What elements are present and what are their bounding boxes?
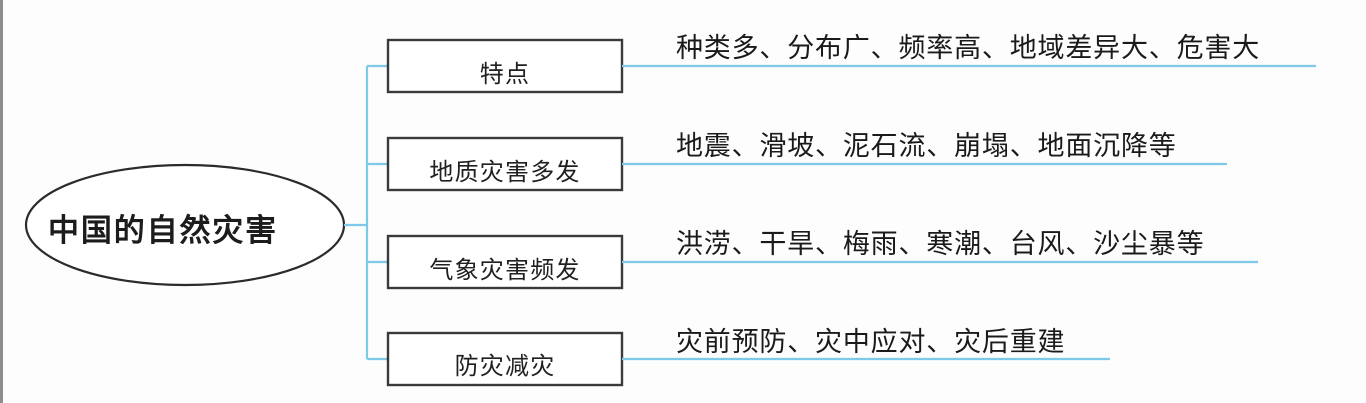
branch-box-2[interactable] (386, 136, 624, 192)
branch-label-1: 特点 (479, 60, 531, 88)
branch-label-3: 气象灾害频发 (429, 256, 581, 284)
branch-detail-2: 地震、滑坡、泥石流、崩塌、地面沉降等 (676, 131, 1177, 162)
branch-box-4[interactable] (386, 331, 624, 387)
branch-detail-1: 种类多、分布广、频率高、地域差异大、危害大 (676, 33, 1261, 64)
branch-label-4: 防灾减灾 (454, 352, 556, 380)
root-node-label: 中国的自然灾害 (48, 213, 279, 249)
branch-label-2: 地质灾害多发 (429, 158, 581, 186)
page-edge-rule (0, 0, 3, 403)
branch-detail-3: 洪涝、干旱、梅雨、寒潮、台风、沙尘暴等 (676, 229, 1205, 260)
branch-detail-4: 灾前预防、灾中应对、灾后重建 (676, 327, 1066, 358)
